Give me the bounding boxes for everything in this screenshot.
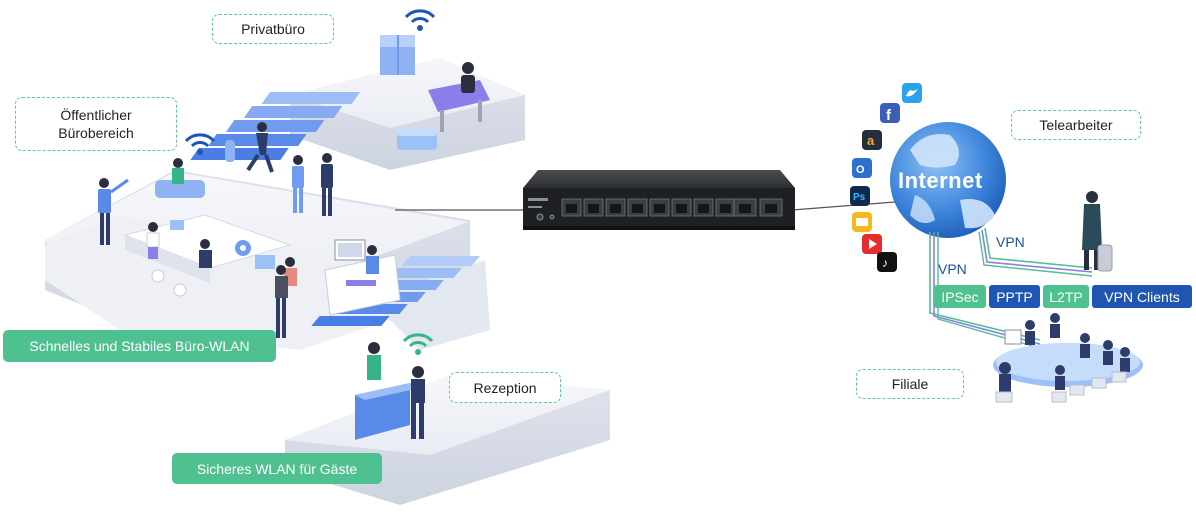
svg-text:a: a <box>867 133 875 148</box>
vpn-type-vpn-clients: VPN Clients <box>1092 285 1192 308</box>
branch-meeting <box>993 313 1143 403</box>
stairs <box>190 92 480 326</box>
facebook-icon: f <box>880 103 900 124</box>
vpn-type-l2tp: L2TP <box>1043 285 1089 308</box>
private-office-furniture <box>380 35 490 150</box>
wifi-icon-public <box>184 133 216 155</box>
public-office-label: Öffentlicher Bürobereich <box>15 97 177 151</box>
office-people <box>98 122 401 338</box>
reception-desk <box>355 342 425 440</box>
outlook-icon: O <box>852 158 872 178</box>
network-cables <box>395 201 896 211</box>
svg-text:♪: ♪ <box>882 256 888 270</box>
reception-label: Rezeption <box>449 372 561 403</box>
private-office-label: Privatbüro <box>212 14 334 44</box>
teleworker-label: Telearbeiter <box>1011 110 1141 140</box>
branch-label: Filiale <box>856 369 964 399</box>
vpn-label-teleworker: VPN <box>996 234 1025 250</box>
wifi-icon-reception <box>402 333 434 355</box>
router-switch <box>523 170 795 230</box>
internet-label: Internet <box>898 168 983 193</box>
wifi-icon-private <box>404 9 436 31</box>
teleworker-person <box>1082 191 1113 272</box>
mail-icon <box>852 212 872 232</box>
guest-wlan-feature: Sicheres WLAN für Gäste <box>172 453 382 484</box>
photoshop-icon: Ps <box>850 186 870 206</box>
svg-text:Ps: Ps <box>853 192 866 203</box>
vpn-type-ipsec: IPSec <box>934 285 986 308</box>
youtube-icon <box>862 234 882 254</box>
amazon-icon: a <box>862 130 882 150</box>
internet-globe-icon <box>890 122 1006 238</box>
vpn-label-branch: VPN <box>938 261 967 277</box>
svg-text:f: f <box>886 107 892 124</box>
twitter-icon <box>902 83 922 103</box>
tiktok-icon: ♪ <box>877 252 897 272</box>
svg-text:O: O <box>856 164 865 176</box>
office-wlan-feature: Schnelles und Stabiles Büro-WLAN <box>3 330 276 362</box>
app-icons: f a O Ps ♪ <box>850 83 922 272</box>
vpn-type-pptp: PPTP <box>989 285 1040 308</box>
